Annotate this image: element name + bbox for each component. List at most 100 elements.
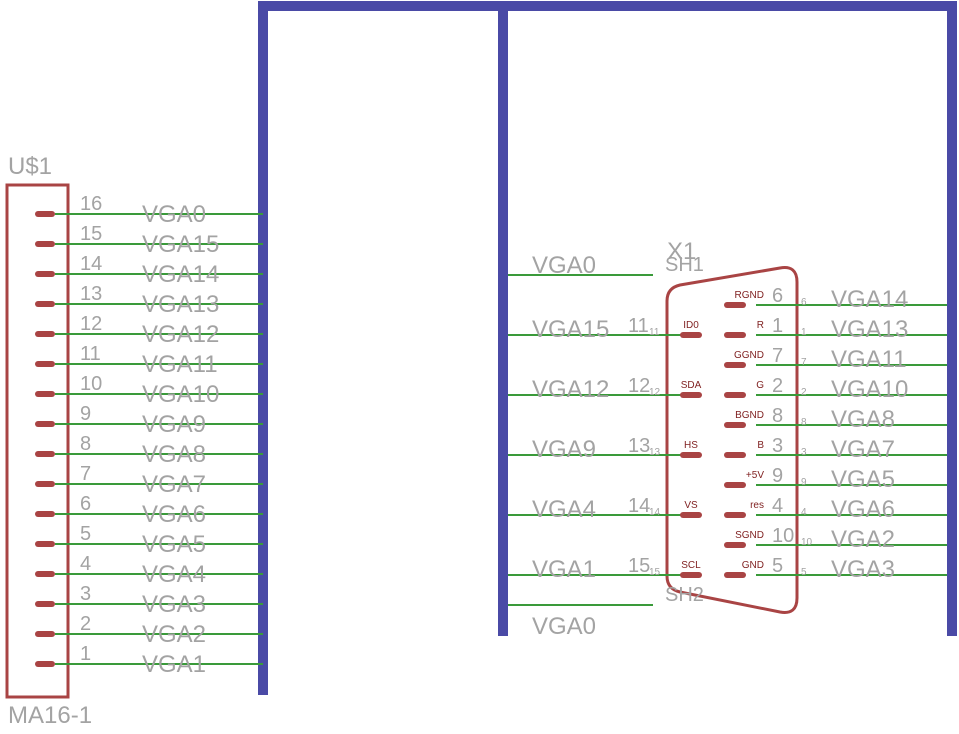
pin-number: 8: [772, 405, 783, 427]
net-label: VGA12: [532, 376, 609, 403]
pin-number-small: 7: [801, 357, 807, 368]
pin-number-small: 5: [801, 567, 807, 578]
pin-pad: [35, 241, 55, 247]
pin-number: 7: [80, 463, 91, 485]
net-label: VGA11: [831, 346, 907, 373]
pin-number: 13: [80, 283, 102, 305]
pin-pad: [724, 392, 746, 398]
net-label: VGA3: [142, 591, 206, 618]
x1-right-pin: +5V 9 9 VGA5: [724, 465, 947, 493]
net-label: VGA0: [142, 201, 206, 228]
pin-pad: [680, 452, 702, 458]
net-label: VGA15: [142, 231, 219, 258]
pin-number: 14: [628, 495, 650, 517]
pin-pad: [35, 301, 55, 307]
net-label: VGA12: [142, 321, 219, 348]
pin-number: 15: [628, 555, 650, 577]
pin-label: RGND: [735, 290, 764, 301]
pin-number-small: 3: [801, 447, 807, 458]
pin-label: ID0: [683, 320, 699, 331]
pin-number-small: 2: [801, 387, 807, 398]
u1-value: MA16-1: [8, 702, 92, 729]
net-label: VGA8: [831, 406, 895, 433]
pin-number: 4: [80, 553, 91, 575]
pin-pad: [35, 631, 55, 637]
pin-pad: [724, 362, 746, 368]
pin-pad: [35, 451, 55, 457]
net-label: VGA9: [142, 411, 206, 438]
pin-pad: [680, 392, 702, 398]
bus-segment: [258, 1, 957, 695]
u1-pin: 3 VGA3: [35, 583, 263, 618]
bus-lines: [258, 1, 957, 695]
u1-pin: 13 VGA13: [35, 283, 263, 318]
net-label: VGA6: [831, 496, 895, 523]
pin-number: 3: [772, 435, 783, 457]
pin-label: SGND: [735, 530, 764, 541]
pin-number-small: 10: [801, 537, 813, 548]
pin-label: G: [756, 380, 764, 391]
pin-pad: [35, 271, 55, 277]
pin-pad: [35, 661, 55, 667]
pin-label: BGND: [735, 410, 764, 421]
sh2-label: SH2: [665, 584, 704, 606]
x1-name: X1: [667, 238, 696, 265]
sh1-label: SH1: [665, 254, 704, 276]
pin-label: SCL: [681, 560, 701, 571]
x1-body: [665, 266, 799, 614]
u1-pin: 11 VGA11: [35, 343, 263, 378]
pin-pad: [35, 601, 55, 607]
pin-number: 3: [80, 583, 91, 605]
pin-label: GGND: [734, 350, 764, 361]
pin-pad: [35, 571, 55, 577]
pin-number-small: 4: [801, 507, 807, 518]
pin-pad: [724, 572, 746, 578]
net-label: VGA3: [831, 556, 895, 583]
net-label: VGA1: [532, 556, 596, 583]
pin-pad: [724, 302, 746, 308]
pin-number: 11: [80, 343, 101, 365]
sh2-net-label: VGA0: [532, 613, 596, 640]
net-label: VGA11: [142, 351, 218, 378]
pin-pad: [724, 542, 746, 548]
pin-pad: [35, 481, 55, 487]
pin-label: SDA: [681, 380, 702, 391]
pin-number-small: 13: [649, 447, 661, 458]
net-label: VGA8: [142, 441, 206, 468]
pin-number-small: 15: [649, 567, 661, 578]
pin-pad: [680, 332, 702, 338]
pin-number: 1: [80, 643, 91, 665]
net-label: VGA2: [142, 621, 206, 648]
pin-label: +5V: [746, 470, 764, 481]
pin-number-small: 9: [801, 477, 807, 488]
net-label: VGA13: [142, 291, 219, 318]
net-label: VGA13: [831, 316, 908, 343]
pin-number: 5: [80, 523, 91, 545]
net-label: VGA10: [831, 376, 908, 403]
net-label: VGA5: [831, 466, 895, 493]
pin-number: 9: [772, 465, 783, 487]
